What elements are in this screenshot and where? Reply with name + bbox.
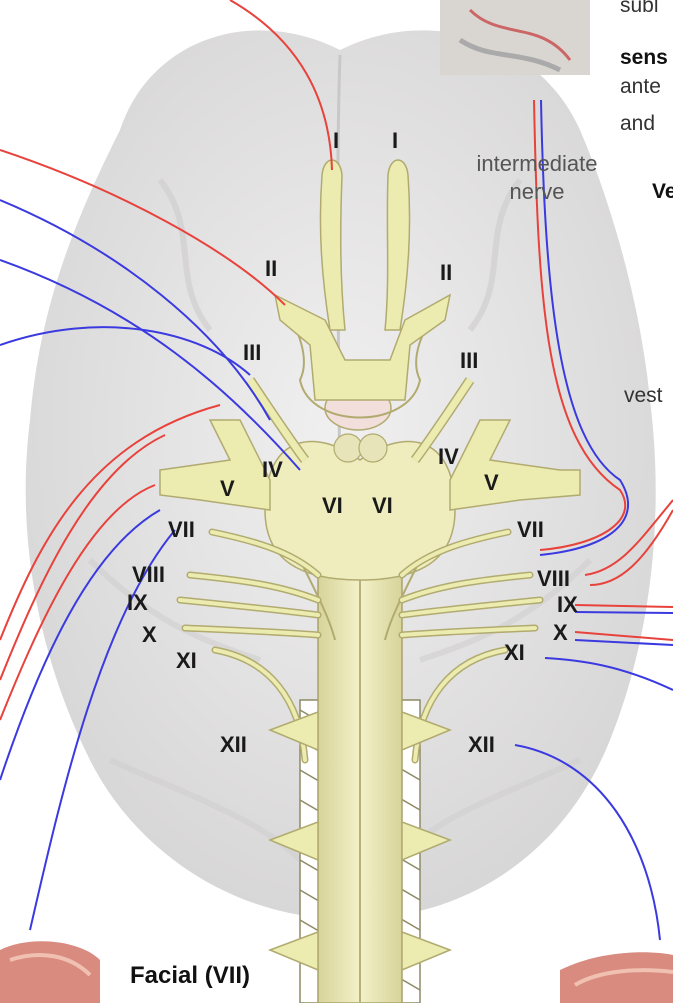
- text-vest: vest: [624, 382, 663, 409]
- label-VII-right: VII: [517, 517, 544, 542]
- text-subl: subl: [620, 0, 659, 19]
- label-XII-right: XII: [468, 732, 495, 757]
- label-IV-right: IV: [438, 444, 459, 469]
- text-sens: sens: [620, 44, 668, 71]
- label-X-right: X: [553, 620, 568, 645]
- label-VI-right: VI: [372, 493, 393, 518]
- bottom-right-muscle-image: [560, 952, 673, 1003]
- label-XII-left: XII: [220, 732, 247, 757]
- intermediate-nerve-label: intermediate nerve: [452, 150, 622, 206]
- label-II-right: II: [440, 260, 452, 285]
- label-IV-left: IV: [262, 457, 283, 482]
- facial-nerve-caption: Facial (VII): [130, 962, 250, 990]
- label-VIII-left: VIII: [132, 562, 165, 587]
- label-IX-right: IX: [557, 592, 578, 617]
- label-XI-right: XI: [504, 640, 525, 665]
- label-V-left: V: [220, 476, 235, 501]
- label-V-right: V: [484, 470, 499, 495]
- intermediate-nerve-line1: intermediate: [452, 150, 622, 178]
- intermediate-nerve-line2: nerve: [452, 178, 622, 206]
- label-VI-left: VI: [322, 493, 343, 518]
- head-thumbnail-image: [440, 0, 590, 75]
- label-XI-left: XI: [176, 648, 197, 673]
- text-and: and: [620, 110, 655, 137]
- label-III-right: III: [460, 348, 478, 373]
- label-VII-left: VII: [168, 517, 195, 542]
- label-II-left: II: [265, 256, 277, 281]
- label-VIII-right: VIII: [537, 566, 570, 591]
- label-X-left: X: [142, 622, 157, 647]
- bottom-left-muscle-image: [0, 941, 100, 1003]
- label-IX-left: IX: [127, 590, 148, 615]
- label-I-right: I: [392, 128, 398, 153]
- text-ve: Ve: [652, 178, 673, 205]
- label-III-left: III: [243, 340, 261, 365]
- label-I-left: I: [333, 128, 339, 153]
- text-ante: ante: [620, 73, 661, 100]
